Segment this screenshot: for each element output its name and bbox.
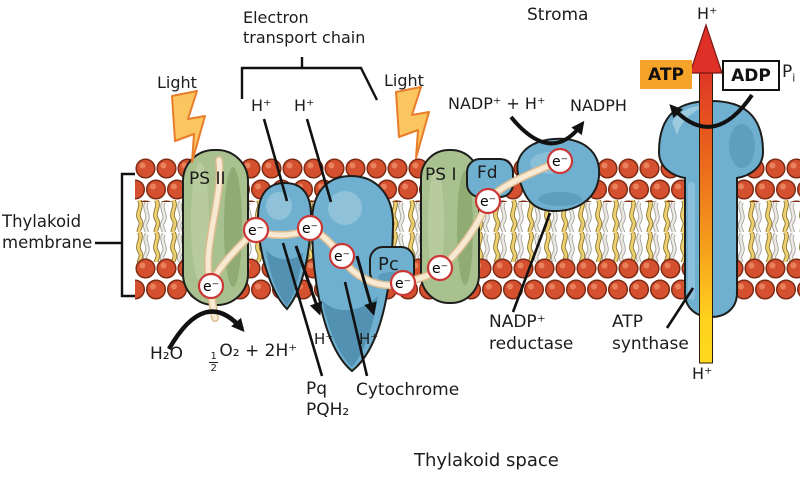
water-split-arrow [167,309,245,351]
light-bolt-left [171,90,206,163]
pq-pointer [281,242,324,377]
h-plus-pointer-1 [262,118,289,202]
h-plus-label-down-2: H⁺ [359,330,379,348]
electron-marker: e⁻ [426,254,454,282]
pi-subscript: i [792,71,796,85]
fd-label: Fd [477,163,498,183]
h-plus-label-bottom-right: H⁺ [692,364,713,383]
electron-label: e⁻ [203,279,219,295]
adp-box: ADP [722,60,780,91]
nadp-reductase-label: NADP⁺ reductase [489,311,573,355]
h2o-label: H₂O [150,344,183,364]
atp-synthase-pointer [665,287,695,329]
electron-label: e⁻ [248,223,264,239]
ps2-label: PS II [189,169,226,189]
atp-synthase-line-2: synthase [612,334,689,354]
light-label-left: Light [157,73,197,92]
h-plus-down-arrow-2 [355,255,377,316]
fraction-denominator: 2 [210,363,217,375]
electron-marker: e⁻ [546,147,574,175]
nadph-arrow [509,115,585,146]
h-plus-label-2: H⁺ [294,96,315,115]
etc-line-1: Electron [243,8,309,27]
o2-products-text: O₂ + 2H⁺ [219,341,298,361]
pi-label: Pi [782,62,795,85]
light-label-right: Light [384,71,424,90]
stroma-label: Stroma [527,5,589,25]
atp-synthase-label: ATP synthase [612,311,689,355]
thylakoid-membrane-line-2: membrane [2,233,93,252]
thylakoid-membrane-label: Thylakoid membrane [2,211,92,253]
thylakoid-space-label: Thylakoid space [414,450,559,471]
electron-marker: e⁻ [328,242,356,270]
pointer-lines [262,118,695,377]
pq-label: Pq PQH₂ [306,379,349,421]
electron-label: e⁻ [552,154,568,170]
pc-label: Pc [378,254,399,275]
pq-line-2: PQH₂ [306,400,350,420]
thylakoid-membrane-line-1: Thylakoid [2,212,82,231]
fraction-numerator: 1 [209,351,219,364]
light-bolt-right [395,86,430,159]
electron-label: e⁻ [432,261,448,277]
proton-gradient-arrow [689,23,723,364]
adp-box-label: ADP [731,65,771,86]
atp-box: ATP [640,60,692,89]
nadp-plus-h-label: NADP⁺ + H⁺ [448,94,546,113]
ps1-label: PS I [425,165,457,185]
electron-marker: e⁻ [197,272,225,300]
thylakoid-membrane-bracket [120,172,135,298]
electron-label: e⁻ [334,249,350,265]
electron-label: e⁻ [302,221,318,237]
electron-marker: e⁻ [296,214,324,242]
electron-marker: e⁻ [474,187,502,215]
h-plus-down-arrow-1 [294,245,323,316]
arrows [167,93,754,351]
atp-synthase-line-1: ATP [612,312,643,332]
cytochrome-pointer [343,281,369,377]
nadp-reductase-line-1: NADP⁺ [489,312,546,332]
electron-label: e⁻ [480,194,496,210]
nadp-reductase-line-2: reductase [489,334,574,354]
nadp-reductase-pointer [511,212,552,313]
cytochrome-label: Cytochrome [356,380,460,400]
h-plus-label-1: H⁺ [251,96,272,115]
atp-box-label: ATP [648,64,684,85]
proton-arrow-head [689,23,723,74]
light-bolts [171,86,430,163]
electron-label: e⁻ [395,276,411,292]
atp-cycle-arrow [669,93,754,129]
pi-base: P [782,62,793,82]
electron-marker: e⁻ [242,216,270,244]
electron-transport-chain-label: Electron transport chain [243,8,365,47]
electron-marker: e⁻ [389,269,417,297]
nadph-label: NADPH [570,96,627,115]
brackets [95,57,379,298]
electron-markers: e⁻ e⁻ e⁻ e⁻ e⁻ e⁻ e⁻ e⁻ [197,147,574,300]
h-plus-label-top-right: H⁺ [697,4,718,23]
etc-line-2: transport chain [243,27,366,47]
h-plus-pointer-2 [305,118,333,203]
pq-line-1: Pq [306,379,328,399]
h-plus-label-down-1: H⁺ [314,330,334,348]
